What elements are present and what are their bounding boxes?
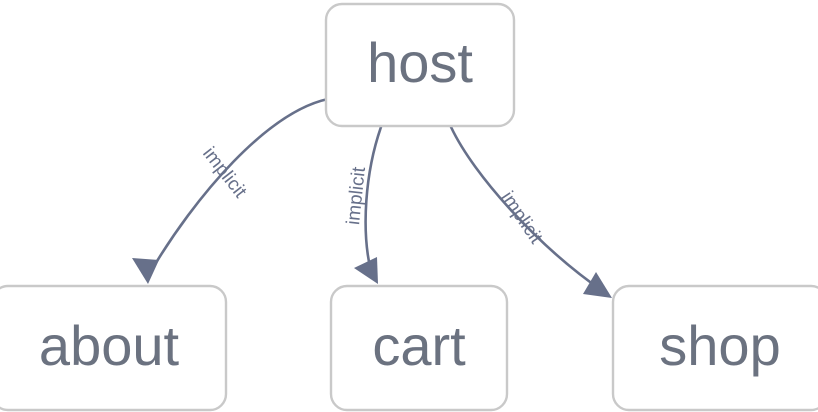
- arrowhead-host-cart: [354, 257, 378, 284]
- node-box-cart: [329, 284, 509, 412]
- arrowhead-host-shop: [583, 272, 612, 298]
- edge-host-cart[interactable]: implicit: [343, 125, 383, 284]
- node-label-host: host: [367, 31, 473, 94]
- node-label-about: about: [39, 314, 180, 377]
- node-box-shop: [611, 284, 818, 412]
- node-host[interactable]: host: [324, 2, 516, 128]
- edge-path-host-about: [146, 97, 330, 278]
- arrowhead-host-about: [132, 258, 159, 284]
- edge-path-host-cart: [364, 125, 383, 278]
- edge-host-shop[interactable]: implicit: [449, 125, 612, 298]
- node-shop[interactable]: shop: [611, 284, 818, 412]
- edge-path-host-shop: [449, 125, 606, 294]
- node-box-about: [0, 284, 228, 412]
- edge-group: implicit implicit implicit: [132, 97, 612, 298]
- node-cart[interactable]: cart: [329, 284, 509, 412]
- node-label-cart: cart: [372, 314, 466, 377]
- node-label-shop: shop: [659, 314, 780, 377]
- edge-label-host-shop: implicit: [496, 188, 546, 248]
- node-about[interactable]: about: [0, 284, 228, 412]
- edge-host-about[interactable]: implicit: [132, 97, 330, 284]
- node-box-host: [324, 2, 516, 128]
